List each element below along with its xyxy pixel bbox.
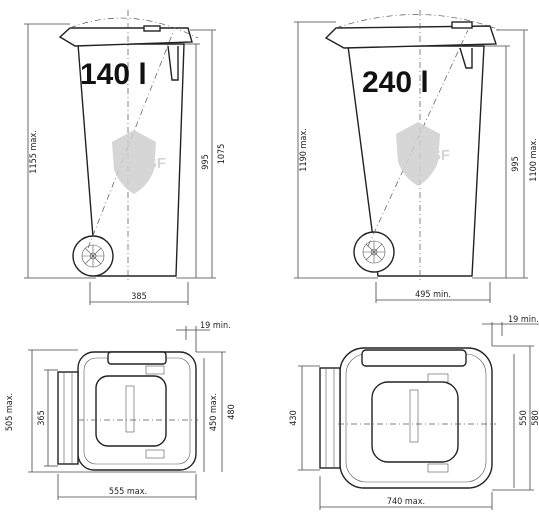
top-view-140: 19 min. 505 max. 365 450 max. 480 555 ma… bbox=[5, 321, 237, 500]
dim-240-height-max: 1190 max. bbox=[299, 128, 309, 171]
shield-icon bbox=[396, 122, 440, 186]
bin-240-hook bbox=[459, 47, 473, 69]
bin-140-top-recess bbox=[95, 375, 167, 447]
bin-140-hook bbox=[167, 45, 179, 81]
dim-140-offset: 19 min. bbox=[200, 321, 231, 331]
dim-140-height-max: 1155 max. bbox=[29, 130, 39, 173]
dim-240-width: 495 min. bbox=[415, 290, 451, 300]
dim-140-height-body: 995 bbox=[201, 154, 211, 169]
capacity-label-240: 240 l bbox=[362, 66, 429, 99]
dim-140-width: 385 bbox=[131, 292, 146, 302]
bin-140-lid-handle bbox=[143, 25, 161, 32]
bin-240-top-axle bbox=[319, 367, 341, 469]
dim-140-depth-lid: 450 max. bbox=[209, 393, 219, 431]
watermark-asf-right: ASF bbox=[396, 122, 450, 186]
dim-140-depth-inner: 365 bbox=[37, 410, 47, 425]
dim-240-depth-lid: 550 bbox=[519, 410, 529, 425]
dim-140-depth-max: 505 max. bbox=[5, 393, 15, 431]
capacity-label-140: 140 l bbox=[80, 58, 147, 91]
bin-240-lid-handle bbox=[451, 21, 473, 29]
dim-240-depth-body: 580 bbox=[531, 410, 539, 425]
dim-240-depth-inner: 430 bbox=[289, 410, 299, 425]
watermark-text: ASF bbox=[420, 147, 450, 164]
bin-240-lid bbox=[324, 25, 497, 49]
dim-240-length: 740 max. bbox=[387, 497, 425, 507]
dim-240-offset: 19 min. bbox=[508, 315, 539, 325]
bin-140-top-handle bbox=[107, 351, 167, 365]
dim-240-height-body: 995 bbox=[511, 156, 521, 171]
watermark-text: ASF bbox=[136, 155, 166, 172]
dim-240-height-total: 1100 max. bbox=[529, 138, 539, 181]
bin-240-top-handle bbox=[361, 349, 467, 367]
bin-140-top-axle bbox=[57, 371, 79, 465]
bin-140-lid bbox=[58, 27, 193, 47]
dim-140-height-total: 1075 bbox=[217, 144, 227, 165]
watermark-asf-left: ASF bbox=[112, 130, 166, 194]
dim-140-depth-body: 480 bbox=[227, 404, 237, 419]
bin-240-top-recess bbox=[371, 381, 459, 463]
top-view-240: 19 min. 430 550 580 740 max. bbox=[289, 315, 539, 510]
dim-140-length: 555 max. bbox=[109, 487, 147, 497]
shield-icon bbox=[112, 130, 156, 194]
